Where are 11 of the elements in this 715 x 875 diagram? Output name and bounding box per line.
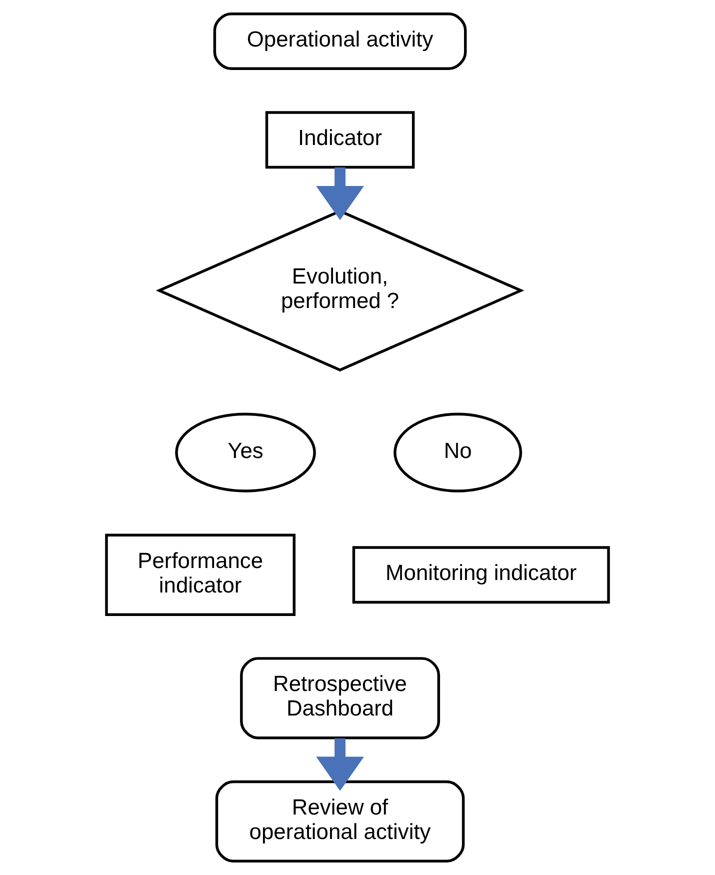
node-box: Review of operational activity [215,780,465,863]
node-box: Monitoring indicator [352,546,610,604]
arrow [316,167,364,220]
node-box: Retrospective Dashboard [240,657,440,740]
arrow [316,738,364,791]
node-ellipse: Yes [175,412,316,492]
node-box: Operational activity [213,12,467,70]
node-box: Performance indicator [105,534,296,616]
node-box: Indicator [265,111,415,169]
node-ellipse: No [394,412,522,492]
node-diamond: Evolution, performed ? [156,210,524,372]
